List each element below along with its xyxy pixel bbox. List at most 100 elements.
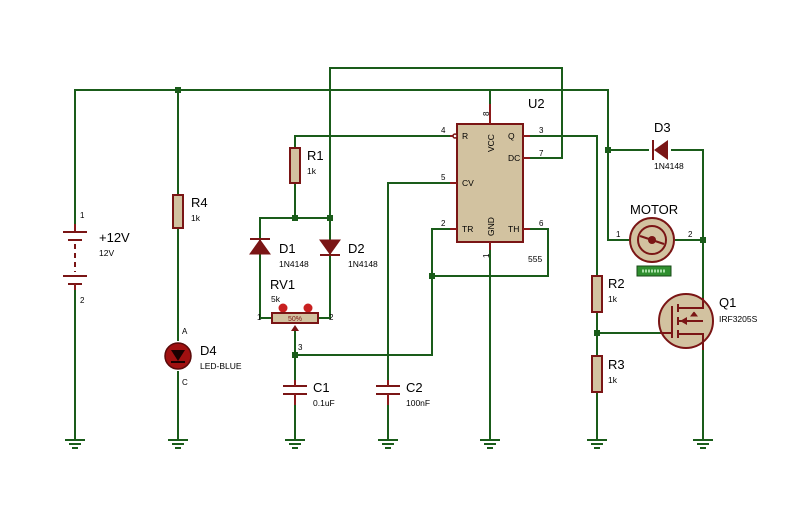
resistor-body <box>172 194 184 229</box>
wire-d3-anode <box>671 149 704 241</box>
u2-label-r: R <box>462 131 468 141</box>
motor-rotor <box>639 235 665 245</box>
pot-increase-button[interactable] <box>303 303 313 313</box>
d3-value: 1N4148 <box>654 161 684 171</box>
ground-icon <box>378 439 398 449</box>
resistor-r4[interactable]: R4 1k <box>172 194 208 229</box>
resistor-r2[interactable]: R2 1k <box>591 275 625 313</box>
resistor-body <box>591 275 603 313</box>
motor-pin1: 1 <box>616 230 621 239</box>
wire-trigger <box>294 228 451 356</box>
ground-icon <box>480 439 500 449</box>
rv1-pin1: 1 <box>257 313 262 322</box>
wire-motor-1 <box>607 149 629 241</box>
d4-ref: D4 <box>200 343 217 358</box>
capacitor-c1[interactable]: C1 0.1uF <box>283 380 335 408</box>
diode-d3[interactable]: D3 1N4148 <box>652 120 684 171</box>
mosfet-source <box>678 333 704 350</box>
led-triangle <box>171 350 185 361</box>
u2-pin4: 4 <box>441 126 446 135</box>
motor-ref: MOTOR <box>630 202 678 217</box>
battery-pin-bottom: 2 <box>80 296 85 305</box>
u2-label-cv: CV <box>462 178 474 188</box>
junction-dot <box>594 330 600 336</box>
c2-ref: C2 <box>406 380 423 395</box>
r4-ref: R4 <box>191 195 208 210</box>
battery-ref: +12V <box>99 230 130 245</box>
rv1-value: 5k <box>271 294 281 304</box>
dc-motor[interactable]: MOTOR 1 2 <box>616 202 693 277</box>
d4-value: LED-BLUE <box>200 361 242 371</box>
u2-value: 555 <box>528 254 542 264</box>
r2-ref: R2 <box>608 276 625 291</box>
ground-icon <box>65 439 85 449</box>
u2-pin2: 2 <box>441 219 446 228</box>
junctions <box>175 87 706 358</box>
r1-value: 1k <box>307 166 317 176</box>
u2-ref: U2 <box>528 96 545 111</box>
r1-ref: R1 <box>307 148 324 163</box>
c1-value: 0.1uF <box>313 398 335 408</box>
d4-pin-a: A <box>182 327 188 336</box>
motor-ring <box>637 225 667 255</box>
diode-d2[interactable]: D2 1N4148 <box>319 239 378 269</box>
ground-icon <box>587 439 607 449</box>
ground-icon <box>168 439 188 449</box>
c2-value: 100nF <box>406 398 430 408</box>
u2-label-tr: TR <box>462 224 473 234</box>
r3-ref: R3 <box>608 357 625 372</box>
u2-label-th: TH <box>508 224 519 234</box>
d1-ref: D1 <box>279 241 296 256</box>
r2-value: 1k <box>608 294 618 304</box>
battery-12v[interactable]: 1 2 +12V 12V <box>63 211 130 305</box>
ic-555-u2[interactable]: R CV TR Q DC TH VCC GND 8 4 5 2 3 7 6 1 … <box>441 96 545 264</box>
d2-ref: D2 <box>348 241 365 256</box>
ground-icon <box>693 439 713 449</box>
junction-dot <box>429 273 435 279</box>
u2-pin5: 5 <box>441 173 446 182</box>
rv1-setting: 50% <box>288 316 302 323</box>
potentiometer-rv1[interactable]: RV1 5k 50% 1 2 3 <box>257 277 334 352</box>
diode-triangle <box>654 140 668 160</box>
rv1-pin2: 2 <box>329 313 334 322</box>
d3-ref: D3 <box>654 120 671 135</box>
mosfet-q1[interactable]: Q1 IRF3205S <box>658 293 758 350</box>
q1-value: IRF3205S <box>719 314 758 324</box>
pot-wiper-arrow <box>291 325 299 331</box>
diode-d1[interactable]: D1 1N4148 <box>249 238 309 269</box>
d4-pin-c: C <box>182 378 188 387</box>
r4-value: 1k <box>191 213 201 223</box>
resistor-r3[interactable]: R3 1k <box>591 355 625 393</box>
rv1-ref: RV1 <box>270 277 295 292</box>
reset-inversion-bubble <box>452 133 458 139</box>
junction-dot <box>292 352 298 358</box>
wire-vcc-rail <box>74 89 609 225</box>
pot-decrease-button[interactable] <box>278 303 288 313</box>
rv1-pin3: 3 <box>298 343 303 352</box>
wire-cv <box>387 182 451 381</box>
u2-pin3: 3 <box>539 126 544 135</box>
wire-dc-rail <box>329 67 563 219</box>
junction-dot <box>292 215 298 221</box>
diode-triangle <box>249 239 271 255</box>
junction-dot <box>605 147 611 153</box>
q1-ref: Q1 <box>719 295 736 310</box>
junction-dot <box>175 87 181 93</box>
mosfet-diode <box>690 311 698 317</box>
pot-body <box>271 312 319 324</box>
led-d4[interactable]: A C D4 LED-BLUE <box>164 327 242 387</box>
capacitor-c2[interactable]: C2 100nF <box>376 380 430 408</box>
resistor-r1[interactable]: R1 1k <box>289 147 324 184</box>
battery-value: 12V <box>99 248 114 258</box>
battery-pin-top: 1 <box>80 211 85 220</box>
u2-pin8: 8 <box>482 111 491 116</box>
u2-pin1: 1 <box>482 253 491 258</box>
wire-reset <box>294 135 451 149</box>
d1-value: 1N4148 <box>279 259 309 269</box>
u2-label-gnd: GND <box>486 217 496 236</box>
junction-dot <box>327 215 333 221</box>
resistor-body <box>289 147 301 184</box>
mosfet-drain <box>678 298 704 309</box>
u2-pin7: 7 <box>539 149 544 158</box>
